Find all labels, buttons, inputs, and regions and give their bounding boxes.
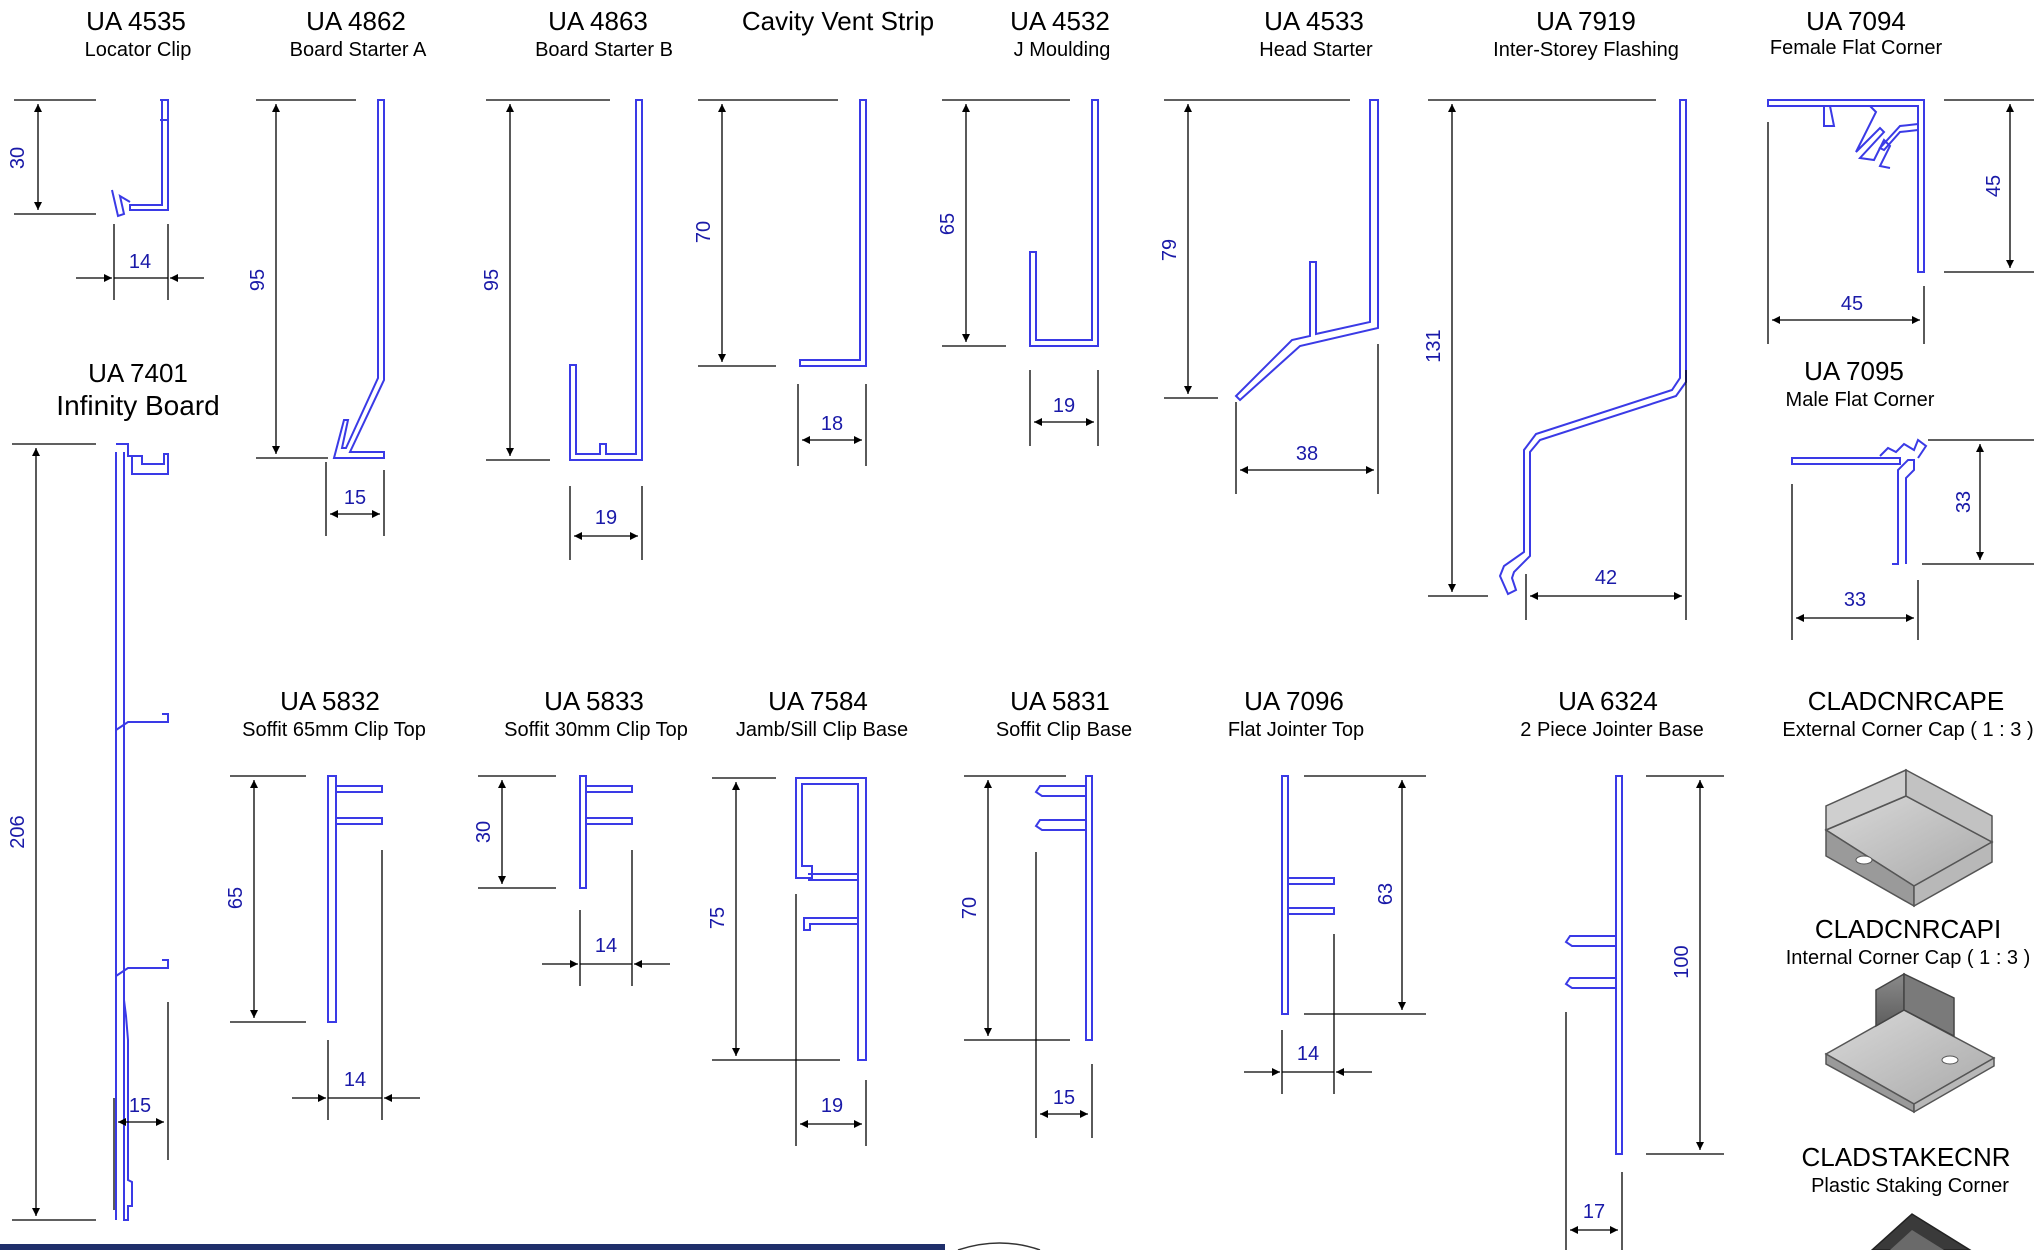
label-ua4533-name: Head Starter — [1259, 39, 1373, 61]
dim-ua4863-height: 95 — [481, 269, 503, 291]
logo-arc — [957, 1242, 1041, 1250]
label-ua5831-name: Soffit Clip Base — [995, 719, 1133, 741]
label-ua4532-code: UA 4532 — [1010, 6, 1110, 36]
dim-ua5831-width: 15 — [1053, 1087, 1075, 1109]
dim-ua7401-width: 15 — [129, 1095, 151, 1117]
footer-band — [0, 1244, 945, 1250]
label-cladstakecnr-name: Plastic Staking Corner — [1811, 1175, 2009, 1197]
dim-ua4862-height: 95 — [247, 269, 269, 291]
profile-ua5833-shape — [579, 775, 633, 889]
dim-ua7919-height: 131 — [1423, 329, 1445, 362]
dim-ua7401-height: 206 — [7, 815, 29, 848]
dim-ua4533-height: 79 — [1159, 239, 1181, 261]
dim-ua4863-width: 19 — [595, 507, 617, 529]
profile-ua7401-shape — [115, 443, 169, 1221]
label-ua7584-code: UA 7584 — [768, 686, 868, 716]
label-ua4533-code: UA 4533 — [1264, 6, 1364, 36]
dim-ua7094-width: 45 — [1841, 293, 1863, 315]
label-cladcnrcapi-code: CLADCNRCAPI — [1814, 914, 2002, 944]
label-ua7094-name: Female Flat Corner — [1769, 37, 1943, 59]
dim-ua7095-height: 33 — [1953, 491, 1975, 513]
label-cavity-vent-name: Cavity Vent Strip — [741, 6, 935, 36]
profile-ua6324-shape — [1564, 775, 1623, 1155]
external-corner-cap-illustration — [1824, 768, 1994, 908]
dim-ua6324-width: 17 — [1583, 1201, 1605, 1223]
label-ua7919-name: Inter-Storey Flashing — [1493, 39, 1679, 61]
dim-ua4535-height: 30 — [7, 147, 29, 169]
label-ua6324-code: UA 6324 — [1558, 686, 1658, 716]
profile-ua4862-shape — [332, 99, 385, 459]
dim-ua4535-width: 14 — [129, 251, 151, 273]
dim-ua4862-width: 15 — [344, 487, 366, 509]
dim-cavity-height: 70 — [693, 221, 715, 243]
label-ua7096-name: Flat Jointer Top — [1227, 719, 1365, 741]
profile-ua7094-shape — [1767, 99, 1925, 273]
dim-ua6324-height: 100 — [1671, 945, 1693, 978]
dim-cavity-width: 18 — [821, 413, 843, 435]
profile-ua4535-shape — [111, 99, 169, 218]
label-cladcnrcapi-name: Internal Corner Cap ( 1 : 3 ) — [1785, 947, 2031, 969]
label-ua5832-code: UA 5832 — [280, 686, 380, 716]
label-ua4862-code: UA 4862 — [306, 6, 406, 36]
label-ua7919-code: UA 7919 — [1536, 6, 1636, 36]
dim-ua7919-width: 42 — [1595, 567, 1617, 589]
dim-ua7096-height: 63 — [1375, 883, 1397, 905]
label-ua5832-name: Soffit 65mm Clip Top — [242, 719, 426, 741]
dim-ua5832-width: 14 — [344, 1069, 366, 1091]
label-ua7401-code: UA 7401 — [88, 358, 188, 388]
label-ua6324-name: 2 Piece Jointer Base — [1520, 719, 1704, 741]
dim-ua4533-width: 38 — [1296, 443, 1318, 465]
dim-ua7584-height: 75 — [707, 907, 729, 929]
label-ua7401-name: Infinity Board — [56, 390, 220, 421]
profile-ua4533-shape — [1234, 99, 1379, 402]
label-ua4863-code: UA 4863 — [548, 6, 648, 36]
label-ua4535-code: UA 4535 — [86, 6, 186, 36]
dim-ua7096-width: 14 — [1297, 1043, 1319, 1065]
label-cladstakecnr-code: CLADSTAKECNR — [1801, 1142, 2011, 1172]
profile-ua5831-shape — [1034, 775, 1093, 1041]
dim-ua7584-width: 19 — [821, 1095, 843, 1117]
label-ua5833-name: Soffit 30mm Clip Top — [504, 719, 688, 741]
dim-ua5833-height: 30 — [473, 821, 495, 843]
internal-corner-cap-illustration — [1824, 972, 1996, 1114]
label-ua4535-name: Locator Clip — [84, 39, 192, 61]
label-ua4863-name: Board Starter B — [535, 39, 673, 61]
dim-ua5833-width: 14 — [595, 935, 617, 957]
profile-ua4532-shape — [1029, 99, 1099, 347]
label-ua5831-code: UA 5831 — [1010, 686, 1110, 716]
profile-ua7919-shape — [1498, 99, 1687, 596]
profile-ua7584-shape — [795, 777, 867, 1061]
label-ua7095-code: UA 7095 — [1804, 356, 1904, 386]
label-cladcnrcape-name: External Corner Cap ( 1 : 3 ) — [1782, 719, 2034, 741]
dim-ua7095-width: 33 — [1844, 589, 1866, 611]
dim-ua4532-height: 65 — [937, 213, 959, 235]
plastic-staking-corner-illustration — [1870, 1213, 1972, 1250]
dim-ua5832-height: 65 — [225, 887, 247, 909]
label-ua5833-code: UA 5833 — [544, 686, 644, 716]
profile-cavity-vent-shape — [799, 99, 867, 367]
label-cladcnrcape-code: CLADCNRCAPE — [1807, 686, 2005, 716]
profile-ua7095-shape — [1791, 438, 1928, 565]
dim-ua7094-height: 45 — [1983, 175, 2005, 197]
profile-ua5832-shape — [327, 775, 383, 1023]
label-ua7584-name: Jamb/Sill Clip Base — [735, 719, 909, 741]
label-ua4532-name: J Moulding — [1013, 39, 1111, 61]
dim-ua5831-height: 70 — [959, 897, 981, 919]
profile-ua7096-shape — [1281, 775, 1335, 1015]
label-ua7096-code: UA 7096 — [1244, 686, 1344, 716]
label-ua7094-code: UA 7094 — [1806, 6, 1906, 36]
profile-ua4863-shape — [569, 99, 643, 461]
label-ua4862-name: Board Starter A — [289, 39, 427, 61]
dim-ua4532-width: 19 — [1053, 395, 1075, 417]
label-ua7095-name: Male Flat Corner — [1785, 389, 1935, 411]
